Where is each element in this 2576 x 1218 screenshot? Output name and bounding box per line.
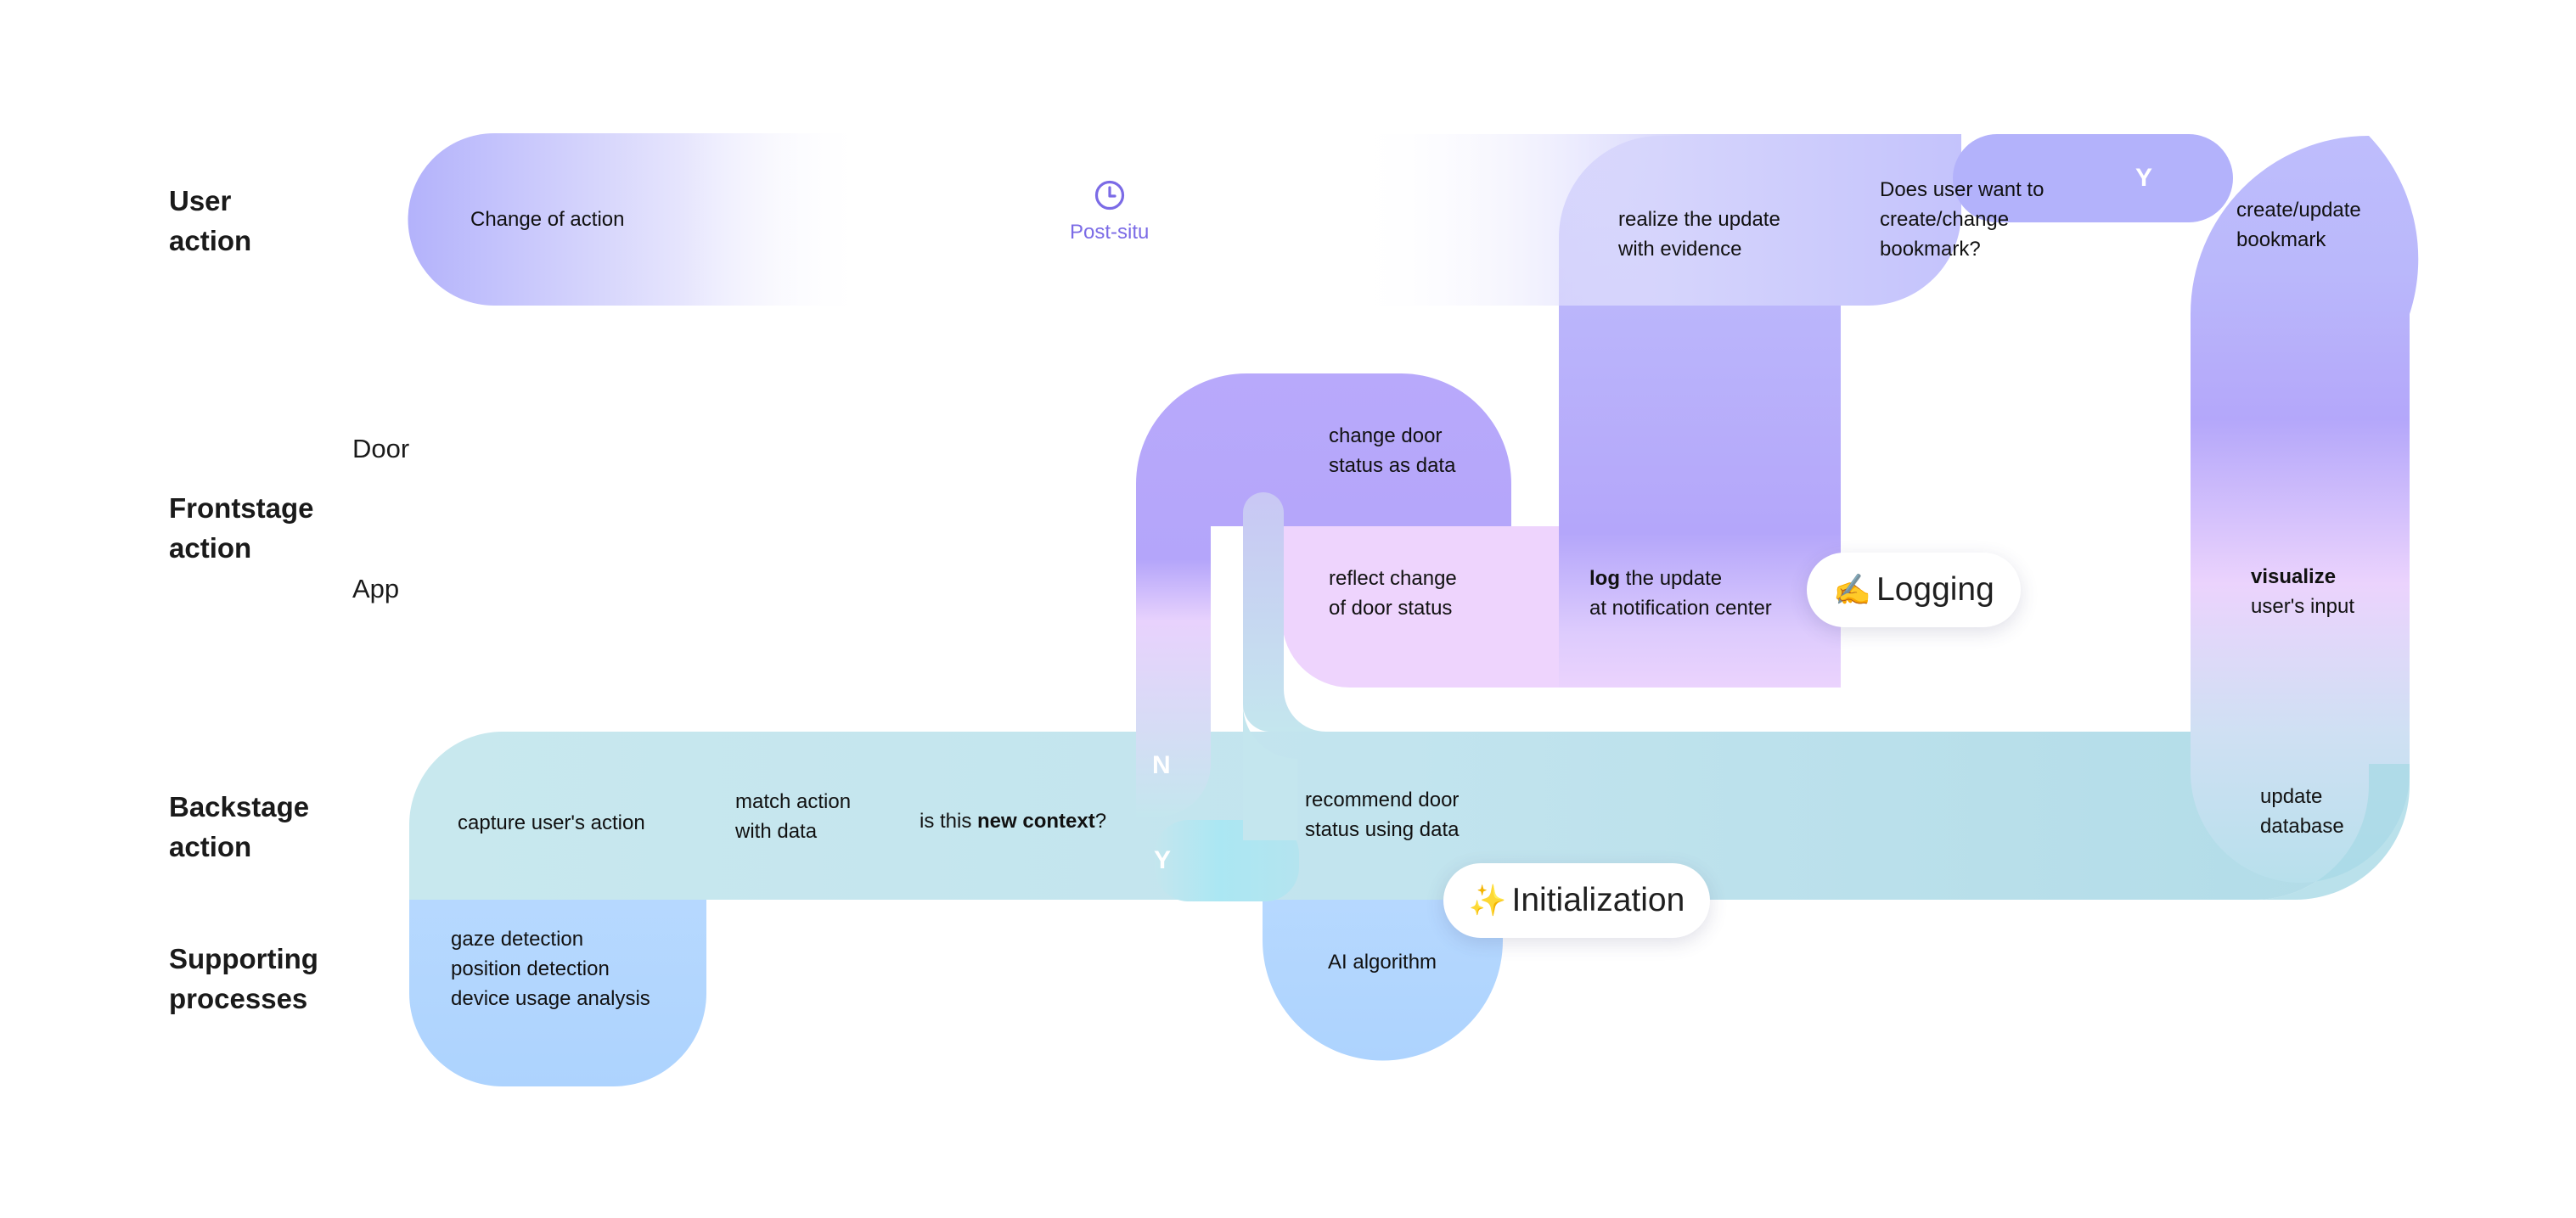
- step-create-bookmark-line2: bookmark: [2236, 228, 2326, 251]
- step-visualize-line2: user's input: [2251, 595, 2354, 618]
- step-change-door-status: change door status as data: [1329, 421, 1455, 480]
- step-visualize: visualize user's input: [2251, 562, 2354, 621]
- sublane-label-door: Door: [352, 434, 410, 463]
- supporting-ai-shape: [1263, 849, 1503, 1061]
- step-log-update-rest: the update: [1620, 567, 1723, 590]
- right-column-band: [2191, 136, 2419, 883]
- step-reflect-change: reflect change of door status: [1329, 564, 1457, 623]
- step-change-door-status-line1: change door: [1329, 424, 1443, 447]
- step-want-bookmark-line3: bookmark?: [1880, 238, 1981, 261]
- right-column-base-shadow: [2254, 764, 2410, 900]
- step-new-context-post: ?: [1094, 810, 1107, 833]
- step-log-update: log the update at notification center: [1589, 564, 1772, 623]
- lane-label-frontstage-line2: action: [169, 532, 252, 564]
- clock-icon: [1094, 180, 1124, 210]
- post-situ-label: Post-situ: [1070, 221, 1150, 244]
- step-ai-algorithm: AI algorithm: [1328, 951, 1437, 974]
- step-log-update-bold: log: [1589, 567, 1620, 590]
- lane-label-frontstage-line1: Frontstage: [169, 492, 314, 524]
- branch-no-label: N: [1152, 751, 1171, 779]
- lane-label-supporting-line2: processes: [169, 983, 308, 1014]
- step-create-bookmark-line1: create/update: [2236, 199, 2361, 222]
- step-new-context-bold: new context: [977, 810, 1095, 833]
- yes-bookmark-connector: [1953, 134, 2233, 222]
- step-log-update-line2: at notification center: [1589, 597, 1772, 620]
- lane-label-user-line1: User: [169, 185, 232, 216]
- lane-label-supporting-line1: Supporting: [169, 943, 318, 974]
- step-realize-update: realize the update with evidence: [1618, 205, 1780, 264]
- inner-context-loop-foot: [1243, 704, 1297, 840]
- inner-context-loop: [1243, 492, 1326, 732]
- user-lane-right-band: [1350, 134, 1961, 306]
- step-want-bookmark: Does user want to create/change bookmark…: [1880, 175, 2044, 264]
- initialization-callout-label: Initialization: [1511, 882, 1685, 918]
- step-change-of-action: Change of action: [470, 208, 625, 231]
- step-recommend-status-line1: recommend door: [1305, 789, 1460, 811]
- lane-label-backstage-line2: action: [169, 831, 252, 862]
- step-want-bookmark-line1: Does user want to: [1880, 178, 2044, 201]
- step-device-usage-analysis: device usage analysis: [451, 987, 650, 1010]
- sparkles-icon: ✨: [1468, 883, 1507, 918]
- step-realize-update-line2: with evidence: [1618, 238, 1742, 261]
- step-update-database-line2: database: [2260, 815, 2344, 838]
- lane-label-backstage-line1: Backstage: [169, 791, 310, 822]
- step-want-bookmark-line2: create/change: [1880, 208, 2010, 231]
- lane-label-backstage: Backstage action: [169, 787, 309, 867]
- lane-label-supporting: Supporting processes: [169, 939, 318, 1019]
- step-reflect-change-line2: of door status: [1329, 597, 1453, 620]
- step-new-context-question: is this new context?: [920, 806, 1106, 836]
- post-situ-marker: Post-situ: [1070, 179, 1149, 245]
- branch-yes-recommend-label: Y: [1154, 846, 1172, 874]
- writing-hand-icon: ✍️: [1833, 572, 1871, 607]
- lane-label-user-line2: action: [169, 225, 252, 256]
- backstage-band: [409, 732, 2369, 900]
- step-match-action-line2: with data: [735, 820, 818, 843]
- step-change-door-status-line2: status as data: [1329, 454, 1456, 477]
- lane-label-frontstage: Frontstage action: [169, 488, 314, 568]
- supporting-detection-shape: [409, 849, 706, 1086]
- step-gaze-detection: gaze detection: [451, 928, 584, 951]
- frontstage-loop-arch: [1136, 373, 1511, 817]
- user-lane-left-band: [408, 133, 866, 306]
- step-match-action: match action with data: [735, 787, 851, 846]
- step-match-action-line1: match action: [735, 790, 852, 813]
- step-update-database: update database: [2260, 782, 2344, 841]
- branch-yes-bookmark-label: Y: [2135, 164, 2153, 192]
- step-capture-action: capture user's action: [458, 811, 645, 834]
- logging-callout-label: Logging: [1876, 571, 1994, 608]
- step-new-context-pre: is this: [920, 810, 978, 833]
- sublane-label-app: App: [352, 574, 400, 603]
- step-detection-processes: gaze detection position detection device…: [451, 924, 650, 1013]
- step-visualize-bold: visualize: [2251, 565, 2337, 588]
- lane-label-user: User action: [169, 181, 251, 261]
- step-update-database-line1: update: [2260, 785, 2323, 808]
- step-recommend-status-line2: status using data: [1305, 818, 1460, 841]
- step-position-detection: position detection: [451, 957, 610, 980]
- initialization-callout: ✨ Initialization: [1443, 863, 1710, 938]
- step-create-bookmark: create/update bookmark: [2236, 195, 2361, 255]
- step-reflect-change-line1: reflect change: [1329, 567, 1457, 590]
- logging-callout: ✍️ Logging: [1807, 553, 2021, 627]
- step-recommend-status: recommend door status using data: [1305, 785, 1459, 845]
- step-realize-update-line1: realize the update: [1618, 208, 1780, 231]
